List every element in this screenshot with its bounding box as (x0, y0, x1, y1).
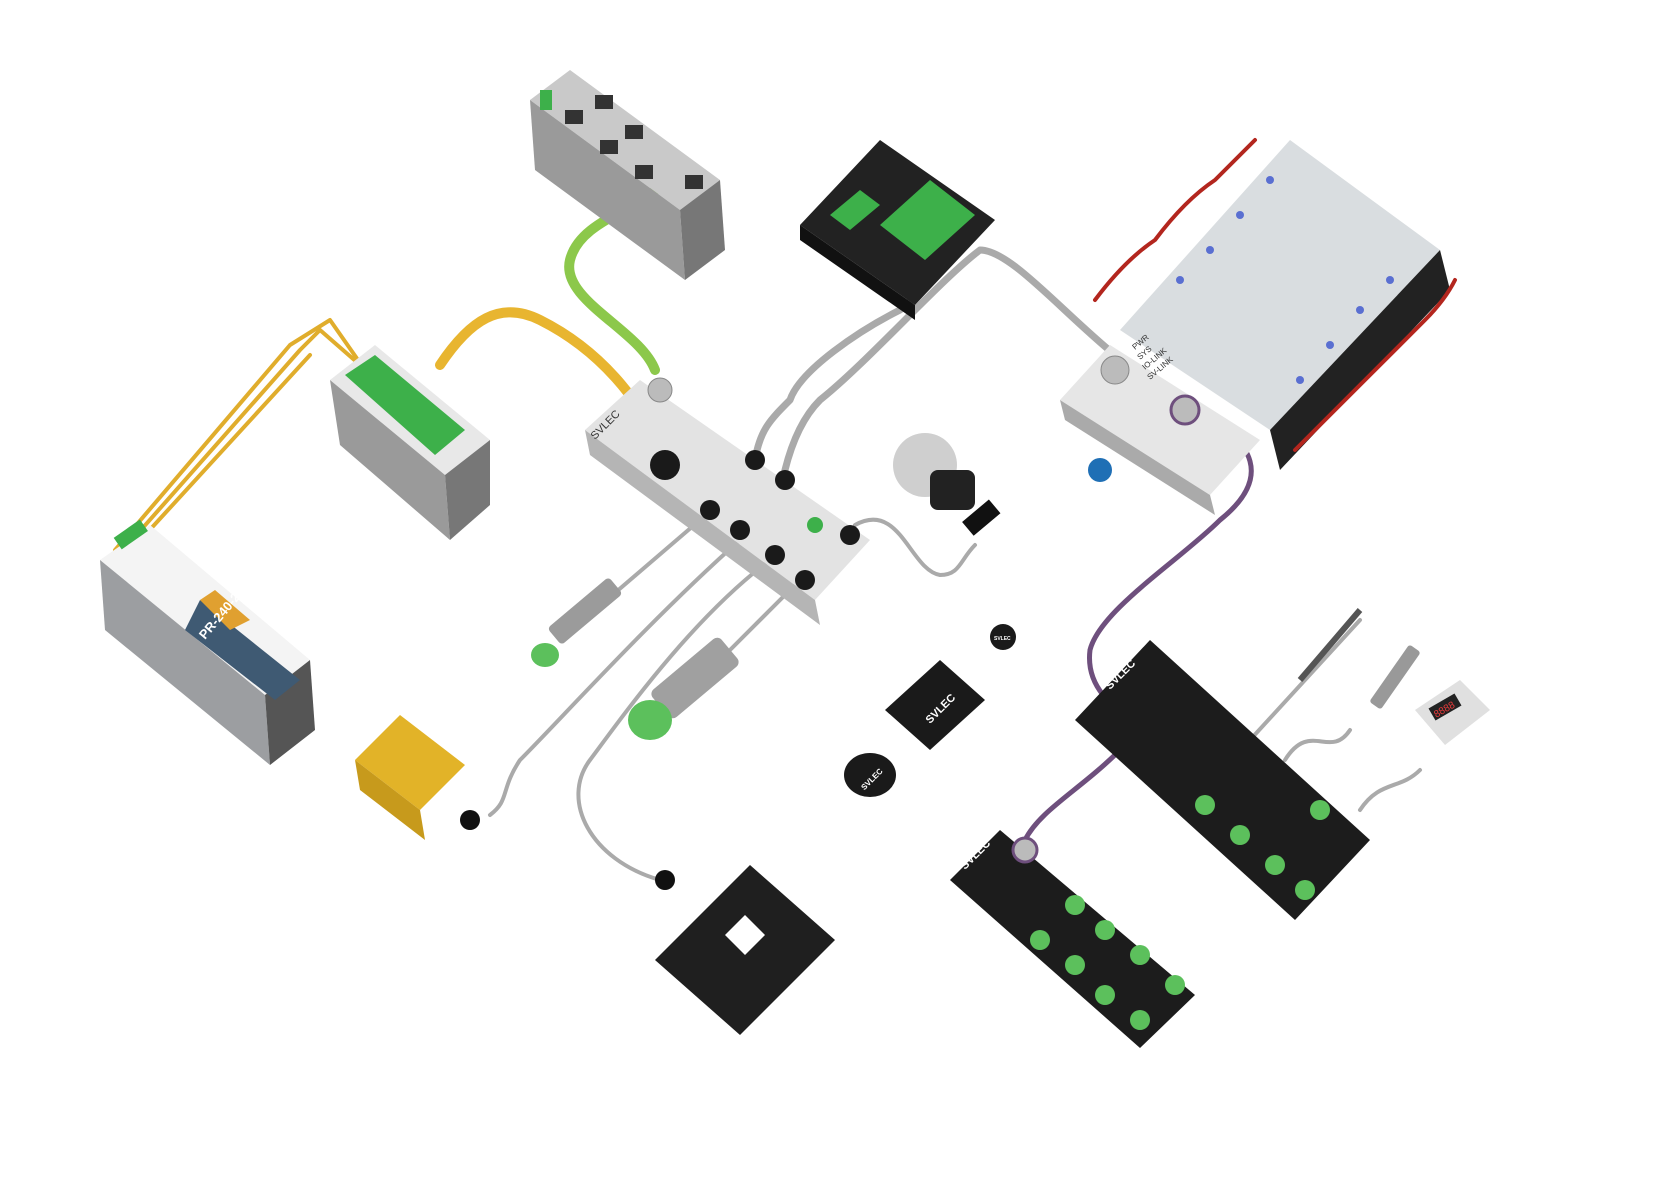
purple-cable-a (1087, 407, 1254, 713)
gray-cable-mushroom (853, 517, 977, 577)
rfid-card: SVLEC (885, 660, 985, 750)
black-io-terminal (800, 140, 995, 320)
rfid-disc: SVLEC (844, 753, 896, 797)
gray-cable-io-2 (1283, 728, 1352, 762)
yellow-sensor-box (355, 715, 480, 840)
red-coil-wires (1093, 138, 1457, 452)
io-module-lower: SVLEC (950, 830, 1195, 1048)
inductive-sensor-large (628, 637, 739, 740)
encoder-square-sensor (655, 865, 835, 1035)
rfid-small-tag: SVLEC (990, 624, 1016, 650)
gray-cable-valve (781, 246, 1119, 474)
svg-text:SVLEC: SVLEC (994, 636, 1011, 642)
pneumatic-fitting (1088, 458, 1112, 482)
probe-sensor (1297, 608, 1420, 709)
valve-indicators (1176, 176, 1394, 384)
inductive-sensor-small (531, 578, 622, 667)
pressure-switch: 8888 (1415, 680, 1490, 745)
mushroom-sensor (893, 433, 1001, 536)
rfid-tags: SVLEC SVLEC SVLEC (844, 624, 1016, 797)
power-supply: PR-240-24 (100, 519, 315, 765)
m12-ports-green (1195, 795, 1330, 900)
sensors: 8888 (355, 433, 1490, 1035)
valve-manifold: PWR SYS IO-LINK SV-LINK (1060, 138, 1457, 515)
terminal-block-icon (113, 519, 148, 550)
ethernet-switch (530, 70, 725, 280)
terminal-distribution-module (330, 345, 490, 540)
m12-ports-green (1030, 895, 1185, 1030)
io-module-upper: SVLEC (1075, 640, 1370, 920)
m12-connectors (650, 450, 860, 590)
gray-cable-io-1 (1248, 618, 1362, 742)
gray-cable-sensor-2 (488, 538, 742, 817)
central-io-hub: SVLEC (585, 377, 870, 625)
gray-cable-sensor-3 (576, 558, 772, 882)
rj45-ports (565, 95, 703, 189)
gray-cable-io-3 (1358, 768, 1422, 812)
yellow-power-cable (113, 318, 377, 552)
